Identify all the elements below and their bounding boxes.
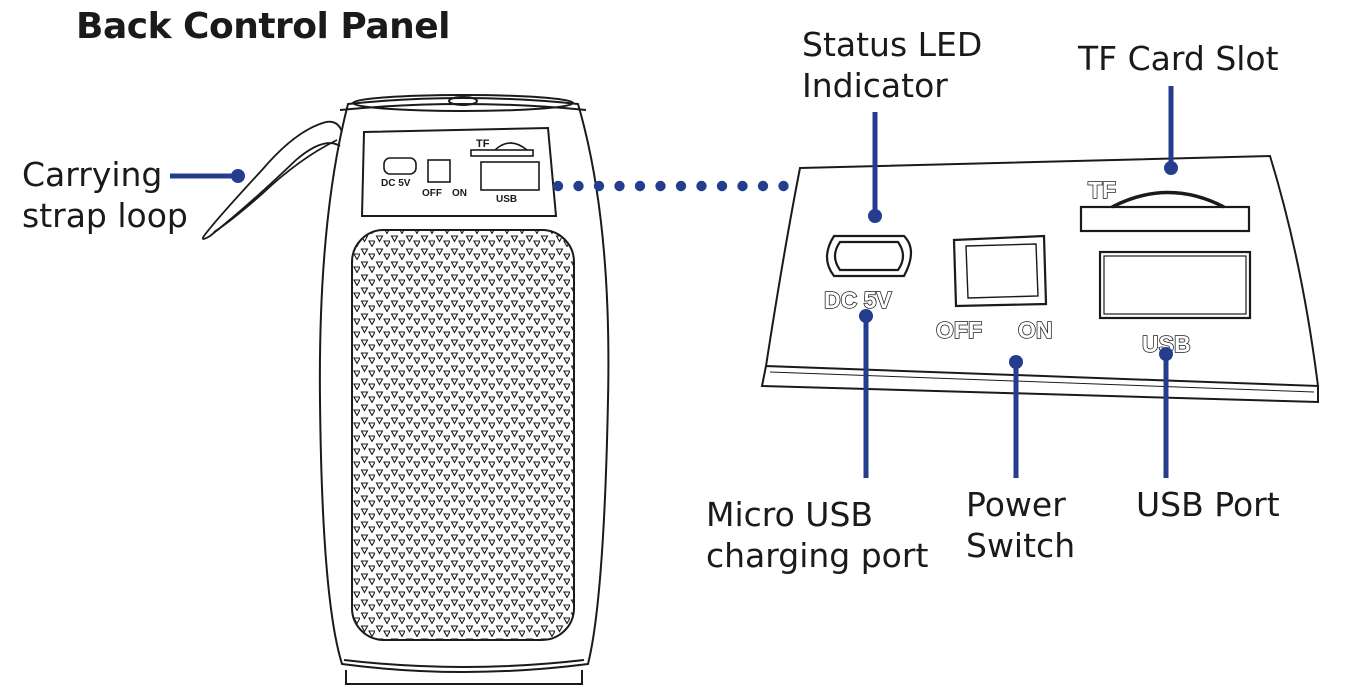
- panel-tf-text: TF: [1088, 177, 1116, 203]
- label-tf-card-slot: TF Card Slot: [1078, 38, 1279, 79]
- label-line: Switch: [966, 526, 1076, 565]
- mini-power-switch: [427, 159, 451, 183]
- mini-control-panel: [383, 142, 540, 191]
- mini-off-text: OFF: [422, 188, 442, 199]
- label-line: Carrying: [22, 155, 163, 194]
- enlarged-micro-usb-port: [825, 234, 913, 278]
- leader-status-led-dot: [868, 209, 882, 223]
- panel-on-text: ON: [1018, 317, 1053, 343]
- mini-usb-text: USB: [496, 194, 517, 205]
- panel-dc-text: DC 5V: [824, 287, 892, 313]
- connector-dot: [655, 180, 666, 192]
- connector-dot: [593, 180, 605, 192]
- label-line: Micro USB: [706, 495, 874, 534]
- enlarged-power-switch: [952, 234, 1048, 308]
- label-usb-port: USB Port: [1136, 484, 1280, 525]
- leader-power-switch-dot: [1009, 355, 1023, 369]
- label-power-switch: Power Switch: [966, 484, 1075, 566]
- leader-usb-port-dot: [1159, 347, 1173, 361]
- label-status-led: Status LED Indicator: [802, 24, 982, 106]
- label-micro-usb: Micro USB charging port: [706, 494, 928, 576]
- connector-dot: [675, 180, 687, 192]
- connector-dot: [552, 180, 564, 192]
- connector-dot: [634, 180, 646, 192]
- label-line: TF Card Slot: [1078, 39, 1279, 78]
- connector-dot: [737, 180, 748, 192]
- label-line: Indicator: [802, 66, 948, 105]
- mini-tf-text: TF: [476, 138, 490, 150]
- connector-dot: [696, 180, 707, 192]
- dotted-connector: [552, 180, 789, 192]
- leader-strap-dot: [231, 169, 245, 183]
- connector-dot: [757, 180, 769, 192]
- connector-dot: [614, 180, 625, 192]
- label-line: USB Port: [1136, 485, 1280, 524]
- connector-dot: [716, 180, 728, 192]
- mini-tf-slot: [470, 149, 534, 157]
- mini-micro-usb-port: [383, 157, 417, 175]
- mini-usb-port: [480, 161, 540, 191]
- label-line: charging port: [706, 536, 929, 575]
- leader-tf-slot-dot: [1164, 161, 1178, 175]
- diagram-title: Back Control Panel: [76, 6, 451, 47]
- label-line: Power: [966, 485, 1066, 524]
- enlarged-tf-slot: [1079, 190, 1251, 233]
- label-line: strap loop: [22, 196, 188, 235]
- mini-dc-text: DC 5V: [381, 178, 411, 189]
- enlarged-panel: [760, 154, 1320, 404]
- enlarged-usb-port: [1098, 250, 1252, 320]
- carrying-strap: [201, 120, 343, 240]
- label-carrying-strap: Carrying strap loop: [22, 154, 188, 236]
- label-line: Status LED: [802, 25, 983, 64]
- mini-tf-notch: [494, 142, 528, 151]
- leader-micro-usb-dot: [859, 309, 873, 323]
- mini-on-text: ON: [452, 188, 467, 199]
- panel-off-text: OFF: [936, 317, 982, 343]
- connector-dot: [573, 180, 584, 192]
- connector-dot: [778, 180, 789, 192]
- leader-lines: [170, 86, 1178, 478]
- speaker-grille: [351, 229, 575, 641]
